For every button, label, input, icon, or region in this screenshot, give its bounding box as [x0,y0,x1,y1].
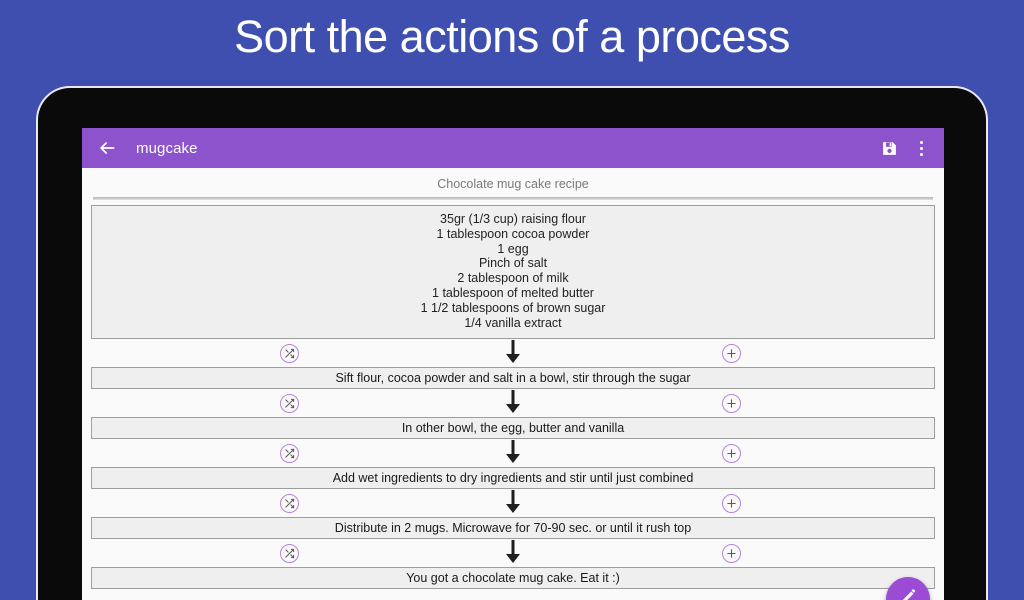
plus-circle-icon[interactable] [722,494,741,514]
arrow-down-icon [505,540,522,569]
step-item[interactable]: Sift flour, cocoa powder and salt in a b… [91,367,935,390]
ingredients-block[interactable]: 35gr (1/3 cup) raising flour 1 tablespoo… [91,205,935,340]
step-connector [91,539,935,567]
plus-circle-icon[interactable] [722,344,741,364]
step-connector [91,489,935,517]
plus-circle-icon[interactable] [722,394,741,414]
shuffle-icon[interactable] [280,444,299,464]
page-title: Sort the actions of a process [234,11,790,62]
ingredient-line: 1 tablespoon of melted butter [432,285,594,300]
step-connector [91,439,935,467]
arrow-left-icon[interactable] [94,135,120,161]
ingredient-line: 1 1/2 tablespoons of brown sugar [420,300,606,315]
arrow-down-icon [505,390,522,419]
process-editor: Chocolate mug cake recipe 35gr (1/3 cup)… [82,168,944,600]
ingredient-line: 1 egg [497,241,529,256]
step-connector [91,339,935,367]
pencil-edit-icon [898,587,918,600]
app-bar: mugcake [82,128,944,168]
arrow-down-icon [505,440,522,469]
plus-circle-icon[interactable] [722,544,741,564]
shuffle-icon[interactable] [280,494,299,514]
ingredient-line: Pinch of salt [478,256,548,271]
step-item[interactable]: In other bowl, the egg, butter and vanil… [91,417,935,440]
ingredient-line: 1 tablespoon cocoa powder [436,226,590,241]
ingredient-line: 2 tablespoon of milk [457,271,569,286]
shuffle-icon[interactable] [280,544,299,564]
ingredient-line: 1/4 vanilla extract [464,315,562,330]
step-connector [91,389,935,417]
plus-circle-icon[interactable] [722,444,741,464]
edit-fab-button[interactable] [886,577,930,600]
overflow-dots [919,139,923,157]
step-item[interactable]: You got a chocolate mug cake. Eat it :) [91,567,935,590]
tablet-device-frame: mugcake Chocolate mug cake recipe [36,86,988,600]
recipe-title: Chocolate mug cake recipe [437,177,589,191]
save-disk-icon[interactable] [874,133,904,163]
title-divider [93,197,933,200]
step-item[interactable]: Add wet ingredients to dry ingredients a… [91,467,935,490]
shuffle-icon[interactable] [280,394,299,414]
shuffle-icon[interactable] [280,344,299,364]
more-vertical-icon[interactable] [910,133,932,163]
arrow-down-icon [505,490,522,519]
step-item[interactable]: Distribute in 2 mugs. Microwave for 70-9… [91,517,935,540]
device-screen: mugcake Chocolate mug cake recipe [82,128,944,600]
arrow-down-icon [505,340,522,369]
ingredient-line: 35gr (1/3 cup) raising flour [440,212,586,226]
app-bar-title: mugcake [136,139,198,157]
